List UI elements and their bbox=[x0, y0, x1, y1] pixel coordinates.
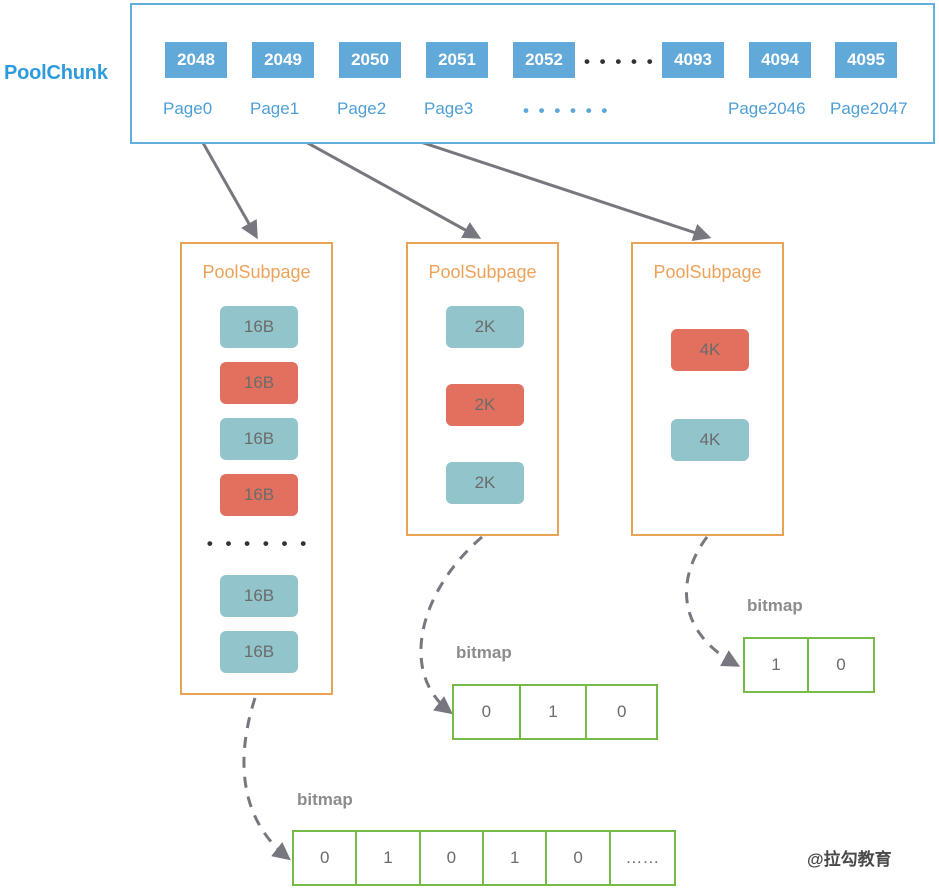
page-label-page2: Page2 bbox=[337, 99, 387, 118]
poolsubpage-2-slot-1[interactable]: 2K bbox=[446, 306, 524, 348]
watermark: @拉勾教育 bbox=[807, 850, 892, 869]
chunk-cell-2050[interactable]: 2050 bbox=[339, 42, 401, 78]
bitmap-3-cell-0[interactable]: 1 bbox=[745, 639, 810, 691]
chunk-cell-2048[interactable]: 2048 bbox=[165, 42, 227, 78]
poolchunk-label: PoolChunk bbox=[4, 62, 108, 84]
bitmap-1-cell-4[interactable]: 0 bbox=[547, 832, 611, 884]
poolsubpage-1-slot-1[interactable]: 16B bbox=[220, 306, 298, 348]
bitmap-3: 1 0 bbox=[743, 637, 875, 693]
bitmap-2-cell-1[interactable]: 1 bbox=[521, 686, 588, 738]
bitmap-2-cell-0[interactable]: 0 bbox=[454, 686, 521, 738]
poolsubpage-1-slot-2[interactable]: 16B bbox=[220, 362, 298, 404]
poolsubpage-1: PoolSubpage 16B 16B 16B 16B • • • • • • … bbox=[180, 242, 333, 695]
bitmap-3-cell-1[interactable]: 0 bbox=[836, 655, 846, 674]
page-label-page2046: Page2046 bbox=[728, 99, 806, 118]
bitmap-1-cell-1[interactable]: 1 bbox=[357, 832, 421, 884]
bitmap-1-cell-5[interactable]: …… bbox=[625, 848, 660, 867]
poolsubpage-1-slot-6[interactable]: 16B bbox=[220, 631, 298, 673]
arrow-subpage1-to-bitmap1 bbox=[242, 697, 291, 861]
chunk-cell-ellipsis: • • • • • • bbox=[584, 52, 671, 71]
bitmap-1-label: bitmap bbox=[297, 790, 353, 809]
poolsubpage-3-slot-2[interactable]: 4K bbox=[671, 419, 749, 461]
chunk-cell-4094[interactable]: 4094 bbox=[749, 42, 811, 78]
poolsubpage-1-slot-3[interactable]: 16B bbox=[220, 418, 298, 460]
page-label-page2047: Page2047 bbox=[830, 99, 908, 118]
bitmap-1-cell-0[interactable]: 0 bbox=[294, 832, 358, 884]
poolchunk-box: 2048 2049 2050 2051 2052 • • • • • • 409… bbox=[130, 3, 935, 144]
arrow-subpage3-to-bitmap3 bbox=[684, 536, 741, 667]
bitmap-1-cell-3[interactable]: 1 bbox=[484, 832, 548, 884]
poolsubpage-2-title: PoolSubpage bbox=[428, 262, 537, 282]
poolsubpage-1-title: PoolSubpage bbox=[202, 262, 311, 282]
page-label-page3: Page3 bbox=[424, 99, 474, 118]
page-label-page1: Page1 bbox=[250, 99, 300, 118]
poolsubpage-2-slot-3[interactable]: 2K bbox=[446, 462, 524, 504]
chunk-cell-2052[interactable]: 2052 bbox=[513, 42, 575, 78]
bitmap-1: 0 1 0 1 0 …… bbox=[292, 830, 676, 886]
chunk-cell-4095[interactable]: 4095 bbox=[835, 42, 897, 78]
poolsubpage-1-ellipsis: • • • • • • bbox=[206, 534, 311, 553]
bitmap-1-cell-2[interactable]: 0 bbox=[421, 832, 485, 884]
poolsubpage-1-slot-4[interactable]: 16B bbox=[220, 474, 298, 516]
chunk-cell-2049[interactable]: 2049 bbox=[252, 42, 314, 78]
poolsubpage-3-title: PoolSubpage bbox=[653, 262, 762, 282]
page-label-ellipsis: • • • • • • bbox=[523, 101, 610, 120]
chunk-cell-2051[interactable]: 2051 bbox=[426, 42, 488, 78]
bitmap-3-label: bitmap bbox=[747, 596, 803, 615]
bitmap-2-label: bitmap bbox=[456, 643, 512, 662]
bitmap-2-cell-2[interactable]: 0 bbox=[616, 702, 627, 721]
bitmap-2: 0 1 0 bbox=[452, 684, 658, 740]
poolsubpage-2: PoolSubpage 2K 2K 2K bbox=[406, 242, 559, 536]
poolsubpage-3: PoolSubpage 4K 4K bbox=[631, 242, 784, 536]
poolsubpage-3-slot-1[interactable]: 4K bbox=[671, 329, 749, 371]
page-label-page0: Page0 bbox=[163, 99, 213, 118]
poolsubpage-2-slot-2[interactable]: 2K bbox=[446, 384, 524, 426]
chunk-cell-4093[interactable]: 4093 bbox=[662, 42, 724, 78]
poolsubpage-1-slot-5[interactable]: 16B bbox=[220, 575, 298, 617]
